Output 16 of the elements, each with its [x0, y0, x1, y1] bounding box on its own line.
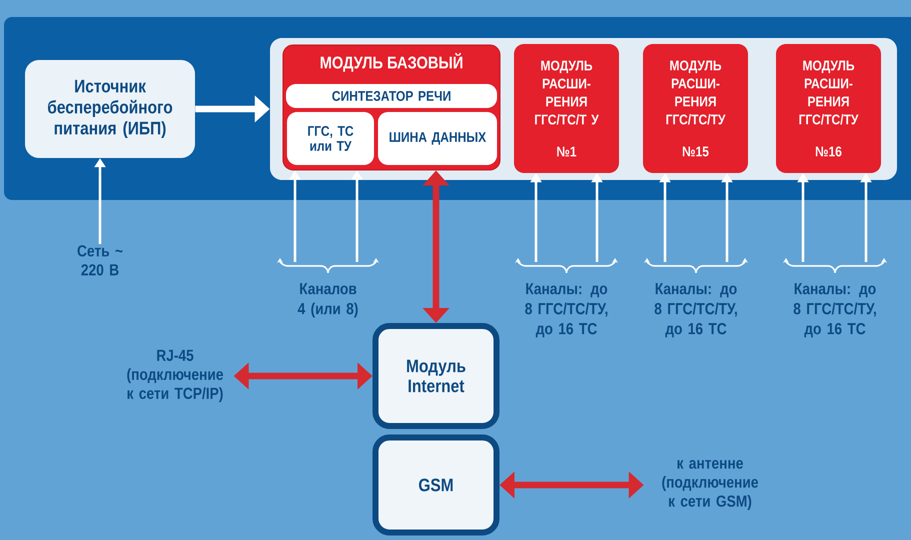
text-label: Сеть ~ 220 В	[78, 245, 122, 276]
module-box: МОДУЛЬ РАСШИ- РЕНИЯ ГГС/ТС/ТУ №15	[643, 44, 748, 173]
text-label: к антенне (подключение к сети GSM)	[662, 460, 758, 510]
inner-box: ГГС, ТС или ТУ	[287, 112, 374, 165]
text-label: Каналы: до 8 ГГС/ТС/ТУ, до 16 ТС	[794, 283, 876, 338]
module-box: МОДУЛЬ РАСШИ- РЕНИЯ ГГС/ТС/ТУ №16	[776, 44, 881, 173]
framed-box: Модуль Internet	[372, 322, 500, 429]
text-label: Каналы: до 8 ГГС/ТС/ТУ, до 16 ТС	[654, 283, 737, 338]
text-label: Каналы: до 8 ГГС/ТС/ТУ, до 16 ТС	[525, 283, 608, 338]
rounded-box: Источник бесперебойного питания (ИБП)	[25, 60, 195, 158]
inner-box: ШИНА ДАННЫХ	[378, 112, 497, 165]
framed-box: GSM	[372, 434, 500, 536]
text-label: RJ-45 (подключение к сети TCP/IP)	[127, 350, 223, 402]
module-box: МОДУЛЬ РАСШИ- РЕНИЯ ГГС/ТС/Т У №1	[514, 44, 619, 173]
inner-box: СИНТЕЗАТОР РЕЧИ	[286, 84, 497, 108]
text-label: Каналов 4 (или 8)	[298, 283, 358, 318]
